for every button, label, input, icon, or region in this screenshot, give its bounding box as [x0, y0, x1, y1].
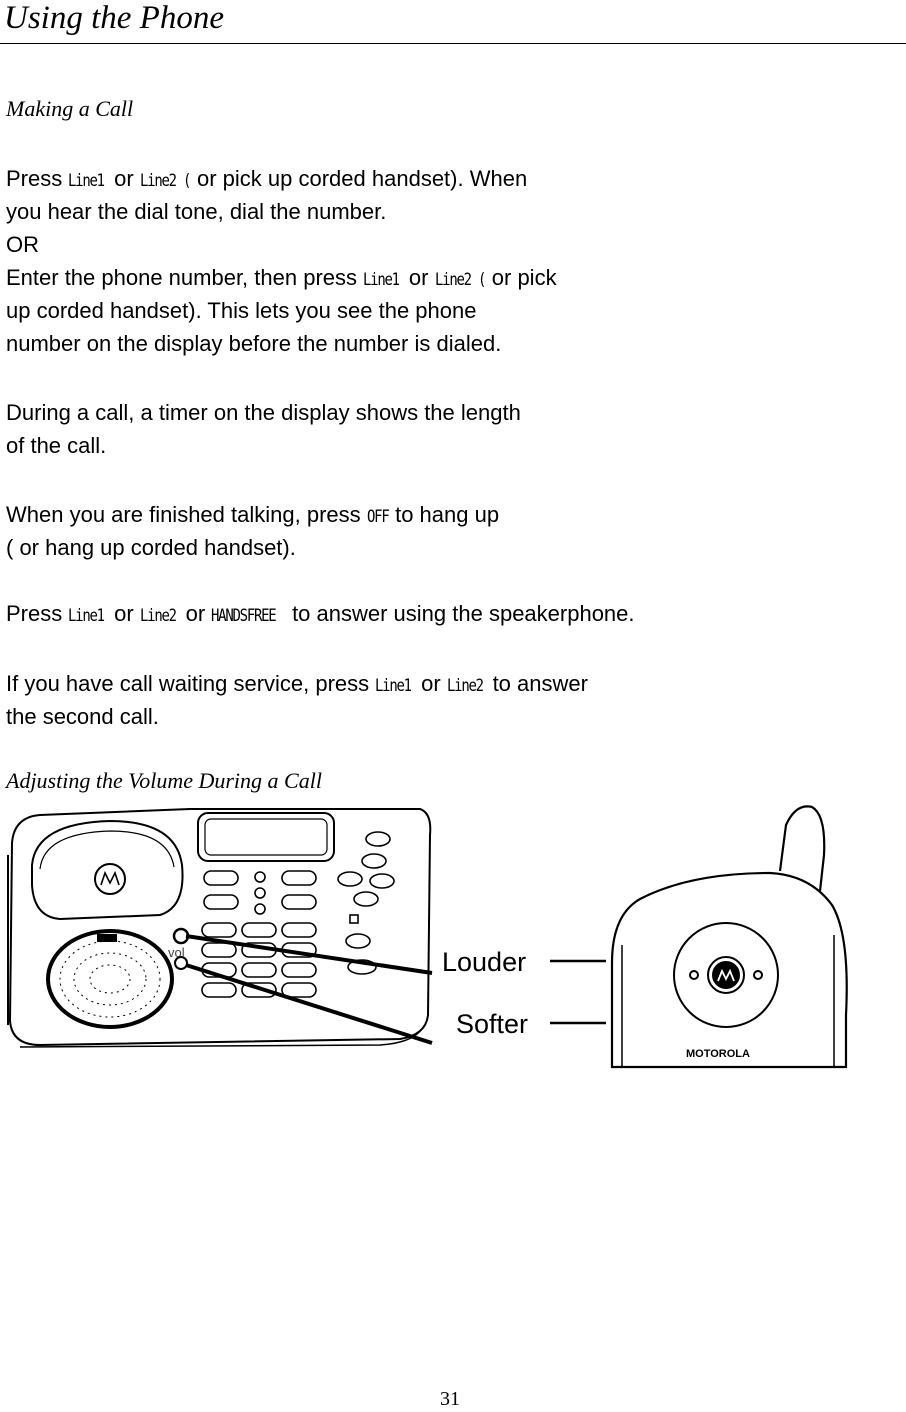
- softer-label: Softer: [456, 1009, 528, 1039]
- keypad: [201, 870, 317, 998]
- base-station-body: [8, 808, 432, 1047]
- line2-key-label: Line2: [139, 606, 177, 626]
- softer-pointer-line: [185, 963, 433, 1045]
- off-key-label: OFF: [366, 507, 390, 527]
- speaker-grille-icon: [46, 929, 174, 1029]
- line1-key-label: Line1: [68, 606, 105, 626]
- louder-pointer-line: [185, 934, 433, 975]
- line1-key-label: Line1: [68, 171, 105, 191]
- motorola-brand-label: MOTOROLA: [686, 1048, 750, 1060]
- line2-key-label: Line2 (: [139, 171, 191, 191]
- line1-key-label: Line1: [375, 676, 412, 696]
- line1-key-label: Line1: [363, 270, 400, 290]
- handset-cradle: [31, 819, 184, 921]
- paragraph-making-call: Press Line1 or Line2 (or pick up corded …: [6, 166, 557, 356]
- motorola-logo-icon: [94, 863, 126, 895]
- paragraph-call-waiting: If you have call waiting service, press …: [6, 671, 588, 729]
- page-number: 31: [440, 1388, 460, 1410]
- handsfree-key-label: HANDSFREE: [211, 606, 277, 626]
- section-heading-adjusting-volume: Adjusting the Volume During a Call: [6, 768, 322, 793]
- page-title: Using the Phone: [4, 0, 224, 36]
- handset-body: [610, 871, 848, 1069]
- volume-up-button-icon: [172, 927, 190, 945]
- paragraph-speakerphone: Press Line1 or Line2 or HANDSFREE to ans…: [6, 597, 635, 630]
- phone-volume-illustration: vol Louder Softer MOTOROLA: [7, 805, 848, 1069]
- title-divider: [0, 43, 906, 44]
- louder-label: Louder: [442, 947, 526, 977]
- function-buttons: [337, 831, 395, 975]
- paragraph-hang-up: When you are finished talking, press OFF…: [6, 502, 500, 560]
- line2-key-label: Line2 (: [434, 270, 486, 290]
- line2-key-label: Line2: [446, 676, 484, 696]
- handset-badge-icon: [673, 922, 779, 1028]
- section-heading-making-a-call: Making a Call: [6, 96, 134, 121]
- base-display: [197, 812, 335, 862]
- paragraph-call-timer: During a call, a timer on the display sh…: [6, 400, 521, 458]
- handset-antenna: [778, 805, 826, 892]
- vol-label: vol: [168, 945, 185, 960]
- volume-down-button-icon: [174, 956, 188, 970]
